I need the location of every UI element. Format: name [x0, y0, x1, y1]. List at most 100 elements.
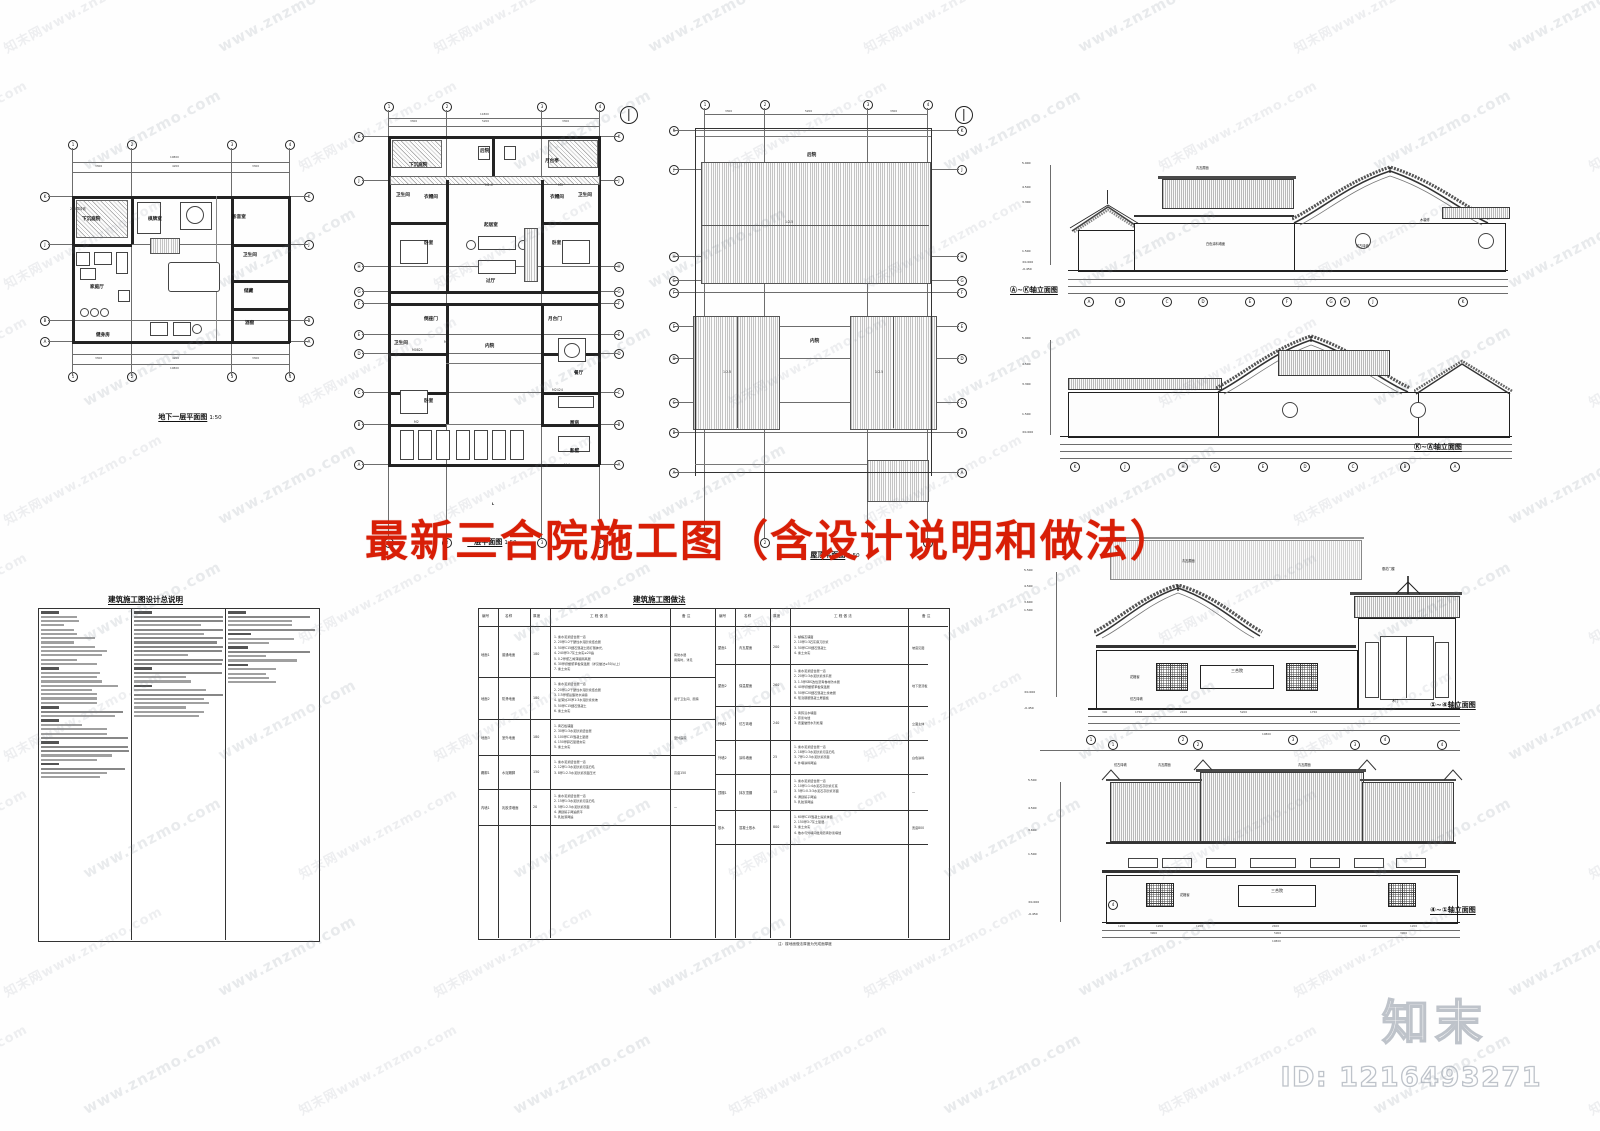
- spec-text-line: [228, 646, 249, 649]
- room-label: 储藏: [244, 289, 254, 294]
- level-mark: 3.300: [1022, 382, 1031, 386]
- table-cell: 1. 素水泥浆结合层一道: [554, 635, 586, 639]
- spec-text-line: [41, 671, 100, 674]
- table-cell: 1. 青砖清水墙面: [794, 710, 817, 715]
- drawing-first-floor-plan: 1 2 3 4 1 2 3 4 K J H G F E D C B A K J …: [352, 100, 642, 560]
- annotation: 240厚砖墙: [70, 207, 86, 211]
- grid-bubble: H: [669, 252, 679, 262]
- grid-bubble: A: [40, 337, 50, 347]
- table-cell: 180: [533, 696, 540, 700]
- grid-bubble: J: [957, 165, 967, 175]
- grid-bubble: E: [957, 322, 967, 332]
- caption-scale: 1:50: [847, 553, 860, 559]
- spec-text-line: [41, 693, 98, 696]
- table-cell: 1. 素水泥浆结合层一道: [554, 793, 586, 798]
- grid-bubble: A: [957, 468, 967, 478]
- door-tag: M5: [444, 340, 449, 344]
- roof-tiles: [1110, 782, 1202, 842]
- grid-bubble: J: [614, 176, 624, 186]
- table-header: 名称: [505, 614, 513, 618]
- material-note: 垂花门楼: [1382, 567, 1395, 571]
- lattice-window: [1156, 663, 1188, 691]
- material-note: 木门: [1392, 699, 1399, 703]
- grid-bubble: 4: [285, 372, 295, 382]
- wall-face: [1218, 392, 1420, 438]
- grid-bubble: E: [354, 330, 364, 340]
- grid-bubble: A: [614, 460, 624, 470]
- material-note: 青瓦屋面: [1196, 166, 1209, 170]
- grid-bubble: B: [669, 428, 679, 438]
- room-label: 卫生间: [578, 193, 592, 198]
- table-cell: 3. 50厚C20细石混凝土: [794, 645, 827, 650]
- north-arrow-icon: [955, 106, 973, 124]
- drawing-elevation-a-k: 5.900 4.500 3.300 1.500 ±0.000 -0.450: [1010, 145, 1510, 310]
- grid-bubble: D: [354, 349, 364, 359]
- spec-text-line: [134, 706, 186, 709]
- room-label: 卫生间: [396, 193, 410, 198]
- spec-text-line: [41, 649, 108, 653]
- spec-sheet-general-notes: 建筑施工图设计总说明: [38, 592, 320, 942]
- grid-bubble: K: [304, 192, 314, 202]
- room-label: 后院: [480, 149, 490, 154]
- spec-text-line: [228, 637, 295, 640]
- table-cell: 涂料墙面: [739, 755, 753, 760]
- table-cell: 5. 乳胶漆两遍: [554, 815, 574, 820]
- table-cell: 3. 8厚1:2.5水泥砂浆罩面压光: [554, 770, 596, 775]
- table-cell: 1. 蝴蝶瓦铺面: [794, 635, 814, 639]
- room-label: 下沉庭院: [82, 217, 101, 222]
- caption-text: Ⓐ~Ⓚ轴立面图: [1010, 286, 1058, 294]
- drawing-basement-plan: 1 2 3 4 1 2 3 4 K J B A K J B A 3300 420…: [40, 140, 340, 440]
- grid-bubble: 3: [537, 102, 547, 112]
- spec-text-line: [228, 632, 251, 636]
- table-cell: 2. 20厚1:3水泥砂浆找平层: [794, 674, 832, 679]
- grid-bubble: A: [304, 337, 314, 347]
- caption-text: ④~①轴立面图: [1430, 906, 1476, 914]
- grid-bubble: 1: [1086, 735, 1096, 745]
- material-note: 青瓦屋面: [1298, 763, 1311, 767]
- material-note: 白色涂料墙面: [1206, 242, 1226, 246]
- north-arrow-icon: [620, 106, 638, 124]
- signboard: 三合院: [1238, 885, 1316, 907]
- eave-bracket: [1206, 858, 1236, 868]
- table-header: 厚度: [533, 614, 541, 618]
- watermark-text: 知末网www.znzmo.com: [0, 786, 31, 883]
- wall-face: [1068, 392, 1220, 438]
- spec-text-line: [41, 637, 95, 640]
- material-note: 花格窗: [1180, 893, 1190, 897]
- watermark-text: www.znzmo.com: [645, 0, 790, 56]
- grid-bubble: J: [669, 165, 679, 175]
- table-cell: 4. 外墙涂料两遍: [794, 760, 817, 765]
- level-mark: 4.500: [1022, 185, 1031, 189]
- table-cell: 2. 150厚3:7灰土垫层: [794, 820, 825, 824]
- spec-text-line: [228, 641, 269, 644]
- watermark-text: 知末网www.znzmo.com: [296, 1022, 461, 1119]
- level-mark: 4.500: [1028, 806, 1037, 810]
- room-label: 卧室: [424, 399, 434, 404]
- grid-bubble: K: [957, 126, 967, 136]
- table-cell: 1. 青石板铺面: [554, 723, 574, 728]
- table-cell: 屋面2: [718, 683, 727, 688]
- watermark-text: 知末网www.znzmo.com: [1586, 78, 1600, 175]
- table-cell: 1. 素水泥浆结合层一道: [554, 682, 586, 687]
- table-cell: 宽度800: [912, 825, 925, 830]
- grid-bubble: K: [1070, 462, 1080, 472]
- grid-bubble: H: [1340, 297, 1350, 307]
- spec-text-line: [228, 655, 267, 658]
- eave-bracket: [1128, 858, 1158, 868]
- watermark-text: 知末网www.znzmo.com: [1586, 314, 1600, 411]
- table-cell: 1. 素水泥浆结合层一道: [794, 669, 826, 673]
- table-header: 名称: [744, 614, 752, 618]
- spec-text-line: [134, 710, 204, 713]
- table-row-divider: [715, 773, 928, 775]
- table-cell: 3. 表面做憎水剂处理: [794, 721, 823, 726]
- table-cell: 4. 满刮腻子两遍: [794, 794, 817, 799]
- grid-bubble: C: [1348, 462, 1358, 472]
- level-mark: -0.450: [1028, 912, 1038, 916]
- level-mark: -0.450: [1022, 267, 1032, 271]
- spec-text-line: [41, 706, 59, 709]
- table-cell: 踢脚1: [481, 770, 490, 775]
- watermark-text: 知末网www.znzmo.com: [0, 314, 31, 411]
- level-mark: 3.600: [1028, 828, 1037, 832]
- caption-text: 屋顶平面图: [810, 551, 846, 559]
- dimension: 2100: [1180, 710, 1188, 714]
